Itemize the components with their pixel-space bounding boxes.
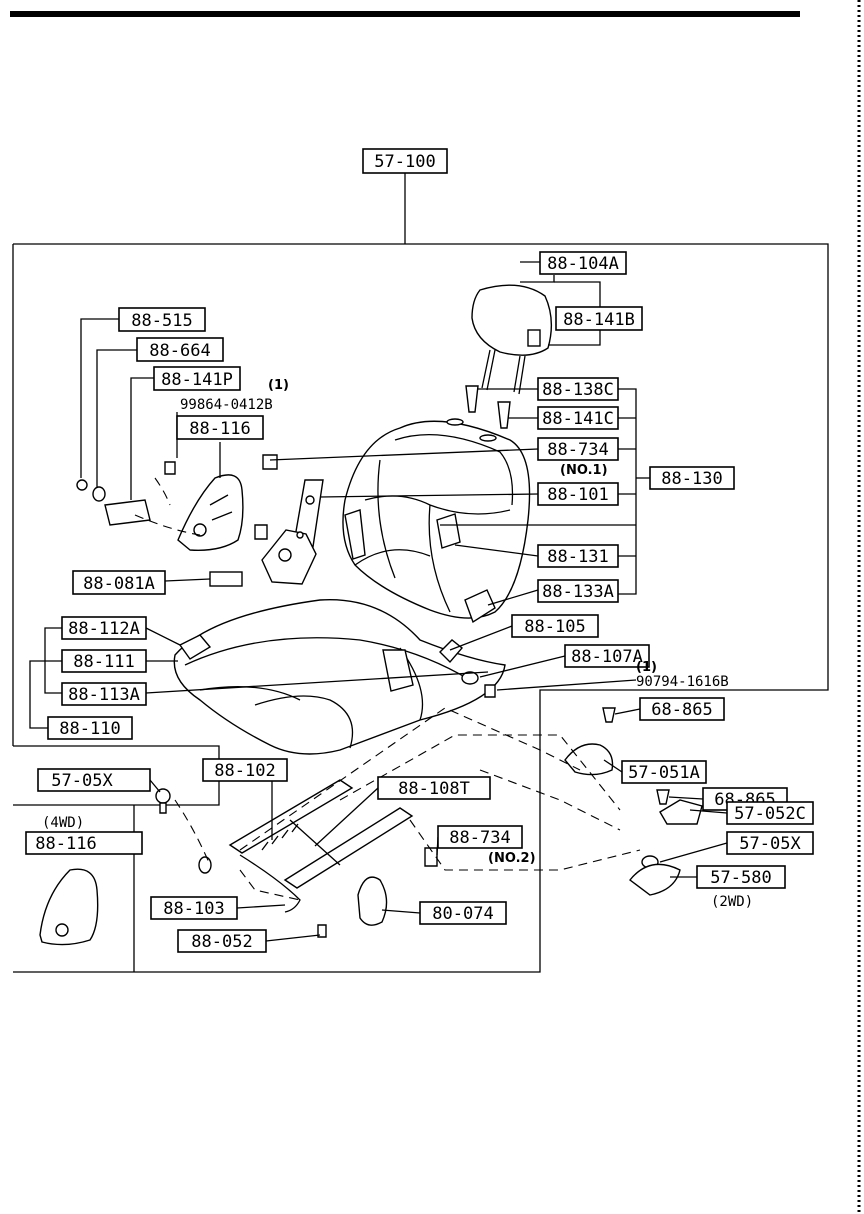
labels: 57-100 88-104A 88-141B 88-515 88-664 88-… <box>25 148 814 953</box>
svg-text:88-108T: 88-108T <box>398 779 470 799</box>
svg-text:88-113A: 88-113A <box>68 685 140 705</box>
label-88-131: 88-131 <box>537 544 619 568</box>
svg-text:88-052: 88-052 <box>191 932 252 952</box>
label-88-104A: 88-104A <box>539 251 627 275</box>
label-57-05X-left: 57-05X <box>37 768 151 792</box>
label-88-111: 88-111 <box>61 649 147 673</box>
label-57-051A: 57-051A <box>621 760 707 784</box>
label-57-052C: 57-052C <box>726 801 814 825</box>
svg-text:88-138C: 88-138C <box>542 380 614 400</box>
recliner-cover <box>177 474 244 551</box>
note-part-90794: 90794-1616B <box>636 674 729 690</box>
label-88-138C: 88-138C <box>537 377 619 401</box>
note-no1: (NO.1) <box>560 463 608 478</box>
note-4wd: (4WD) <box>42 815 84 831</box>
svg-text:88-111: 88-111 <box>73 652 134 672</box>
svg-text:88-734: 88-734 <box>547 440 608 460</box>
label-88-105: 88-105 <box>511 614 599 638</box>
label-88-734-no1: 88-734 <box>537 437 619 461</box>
note-no2: (NO.2) <box>488 851 536 866</box>
label-88-133A: 88-133A <box>537 579 619 603</box>
svg-text:88-103: 88-103 <box>163 899 224 919</box>
svg-text:57-05X: 57-05X <box>51 771 113 791</box>
svg-text:57-051A: 57-051A <box>628 763 700 783</box>
label-57-580: 57-580 <box>696 865 786 889</box>
seat-track <box>198 779 414 913</box>
note-q1-bottom: (1) <box>636 660 657 675</box>
label-88-110: 88-110 <box>47 716 133 740</box>
svg-text:88-515: 88-515 <box>131 311 192 331</box>
label-88-734-no2: 88-734 <box>437 825 523 849</box>
notes: (1) 99864-0412B (NO.1) (1) 90794-1616B (… <box>42 378 753 910</box>
svg-text:80-074: 80-074 <box>432 904 493 924</box>
back-brackets <box>178 509 496 692</box>
svg-text:88-102: 88-102 <box>214 761 275 781</box>
label-88-101: 88-101 <box>537 482 619 506</box>
recliner-mechanism <box>261 479 324 585</box>
svg-text:88-112A: 88-112A <box>68 619 140 639</box>
label-88-107A: 88-107A <box>564 644 650 668</box>
seat-cushion <box>173 598 506 755</box>
leader-lines <box>29 261 728 942</box>
recliner-cover-4wd <box>39 868 99 946</box>
svg-text:88-101: 88-101 <box>547 485 608 505</box>
svg-text:88-116: 88-116 <box>189 419 250 439</box>
svg-text:88-110: 88-110 <box>59 719 120 739</box>
headrest <box>471 284 553 395</box>
svg-text:88-141P: 88-141P <box>161 370 233 390</box>
svg-text:57-052C: 57-052C <box>734 804 806 824</box>
label-88-113A: 88-113A <box>61 682 147 706</box>
label-88-108T: 88-108T <box>377 776 491 800</box>
label-88-052: 88-052 <box>177 929 267 953</box>
svg-text:57-580: 57-580 <box>710 868 771 888</box>
recliner-cover-4wd-hole <box>55 923 69 937</box>
label-68-865-a: 68-865 <box>639 697 725 721</box>
label-88-141B: 88-141B <box>555 306 643 331</box>
note-part-99864: 99864-0412B <box>180 397 273 413</box>
svg-text:88-116: 88-116 <box>35 834 96 854</box>
headrest-guides <box>446 385 511 442</box>
note-q1-top: (1) <box>268 378 289 393</box>
lower-fasteners <box>155 788 438 938</box>
svg-text:88-104A: 88-104A <box>547 254 619 274</box>
svg-text:88-664: 88-664 <box>149 341 210 361</box>
dashed-leaders <box>134 477 641 901</box>
svg-text:68-865: 68-865 <box>651 700 712 720</box>
label-88-664: 88-664 <box>136 337 224 362</box>
knob-parts <box>76 454 278 540</box>
svg-text:57-100: 57-100 <box>374 152 435 172</box>
svg-text:57-05X: 57-05X <box>739 834 801 854</box>
trim-clips <box>564 707 703 896</box>
label-88-102: 88-102 <box>202 758 288 782</box>
svg-text:88-141C: 88-141C <box>542 409 614 429</box>
label-57-100: 57-100 <box>362 148 448 174</box>
svg-text:88-133A: 88-133A <box>542 582 614 602</box>
label-88-141C: 88-141C <box>537 406 619 430</box>
svg-text:88-131: 88-131 <box>547 547 608 567</box>
svg-text:88-734: 88-734 <box>449 828 510 848</box>
label-88-116-4wd: 88-116 <box>25 831 143 855</box>
label-88-130: 88-130 <box>649 466 735 490</box>
header-rule <box>10 11 800 17</box>
svg-text:88-130: 88-130 <box>661 469 722 489</box>
label-57-05X-right: 57-05X <box>726 831 814 855</box>
note-2wd: (2WD) <box>711 894 753 910</box>
bracket-block <box>209 571 243 587</box>
label-88-141P: 88-141P <box>153 366 241 391</box>
clamp <box>357 876 388 926</box>
svg-text:88-141B: 88-141B <box>563 310 635 330</box>
svg-text:88-081A: 88-081A <box>83 574 155 594</box>
label-88-112A: 88-112A <box>61 616 147 640</box>
label-88-081A: 88-081A <box>72 570 166 595</box>
svg-text:88-105: 88-105 <box>524 617 585 637</box>
label-88-103: 88-103 <box>150 896 238 920</box>
right-bolts <box>461 671 496 698</box>
svg-text:88-107A: 88-107A <box>571 647 643 667</box>
label-88-515: 88-515 <box>118 307 206 332</box>
label-88-116: 88-116 <box>176 415 264 440</box>
label-80-074: 80-074 <box>419 901 507 925</box>
